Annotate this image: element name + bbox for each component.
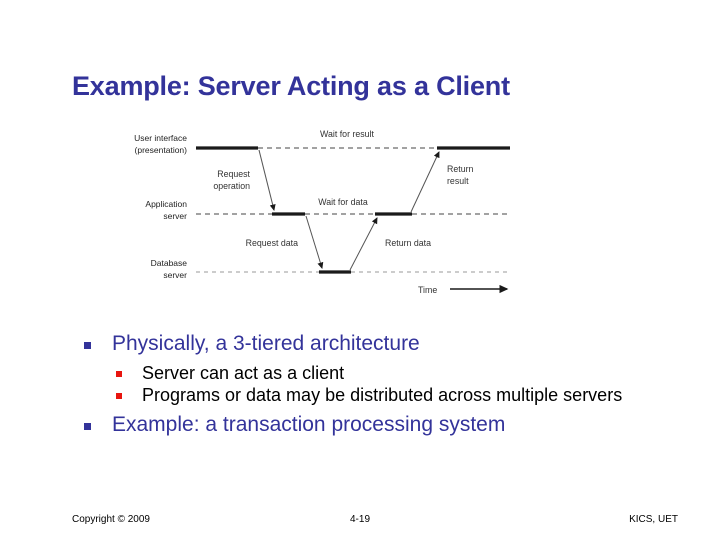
arrow-return-data [349,217,378,271]
annotation-request-operation-line2: operation [213,181,250,191]
bullet-level1-text: Physically, a 3-tiered architecture [112,332,420,355]
annotation-time-axis: Time [418,285,437,295]
bullet-level1-example-transaction: Example: a transaction processing system [72,413,672,438]
tier-label-db-line1: Database [151,258,188,268]
tier-label-app-line2: server [163,211,187,221]
bullet-list: Physically, a 3-tiered architecture Serv… [72,332,672,440]
slide-footer: Copyright © 2009 4-19 KICS, UET [0,512,720,534]
annotation-request-operation-line1: Request [217,169,250,179]
page-number: 4-19 [349,514,370,525]
page-title: Example: Server Acting as a Client [72,71,510,101]
organization-text: KICS, UET [629,514,678,525]
bullet-level2-text: Programs or data may be distributed acro… [142,385,623,406]
three-tier-timing-diagram: User interface (presentation) Wait for r… [95,120,525,305]
annotation-wait-for-result: Wait for result [320,129,374,139]
arrow-request-data [305,215,324,269]
copyright-text: Copyright © 2009 [72,514,150,525]
annotation-return-result-line1: Return [447,164,474,174]
tier-label-app-line1: Application [145,199,187,209]
annotation-return-data: Return data [385,238,431,248]
annotation-return-result-line2: result [447,176,469,186]
bullet-marker-square-icon [84,422,91,430]
bullet-level1-text: Example: a transaction processing system [112,412,506,436]
bullet-marker-square-icon [116,370,122,377]
annotation-request-data: Request data [246,238,298,248]
arrow-request-operation [258,149,276,211]
bullet-level2-server-can-act: Server can act as a client [72,363,672,385]
bullet-level2-programs-or-data: Programs or data may be distributed acro… [72,385,672,407]
tier-label-ui-line2: (presentation) [135,145,188,155]
bullet-marker-square-icon [84,342,91,349]
bullet-sublist: Server can act as a client Programs or d… [72,363,672,407]
bullet-level1-physically: Physically, a 3-tiered architecture [72,332,672,357]
bullet-marker-square-icon [116,393,122,400]
tier-label-db-line2: server [163,270,187,280]
annotation-wait-for-data: Wait for data [318,197,368,207]
bullet-level2-text: Server can act as a client [142,362,345,383]
tier-label-ui-line1: User interface [134,133,187,143]
arrow-return-result [410,151,440,213]
